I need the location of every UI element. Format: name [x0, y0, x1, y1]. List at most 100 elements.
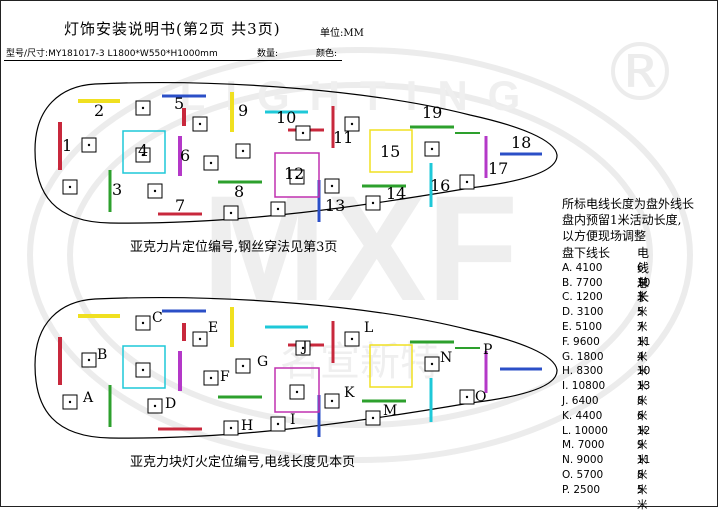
- row-length: I. 10800: [562, 380, 606, 393]
- row-total: 6米: [637, 261, 648, 289]
- row-total: 6米: [637, 409, 648, 437]
- page-title: 灯饰安装说明书(第2页 共3页): [64, 20, 281, 38]
- top-label: 11: [333, 128, 354, 147]
- row-length: J. 6400: [562, 394, 599, 407]
- top-label: 3: [112, 180, 123, 199]
- top-mount-dot: [350, 122, 354, 126]
- top-mount-dot: [295, 175, 299, 179]
- table-row: K. 4400 6米: [562, 409, 648, 437]
- top-mount-dot: [241, 149, 245, 153]
- top-label: 7: [175, 196, 186, 215]
- top-mount-dot: [276, 207, 280, 211]
- wire-notes: 所标电线长度为盘外线长 盘内预留1米活动长度, 以方便现场调整: [562, 196, 714, 244]
- row-length: P. 2500: [562, 483, 601, 496]
- top-mount-dot: [68, 185, 72, 189]
- row-length: F. 9600: [562, 335, 600, 348]
- row-length: E. 5100: [562, 320, 603, 333]
- quantity-label: 数量:: [257, 49, 279, 59]
- row-length: M. 7000: [562, 439, 605, 452]
- top-label: 12: [284, 164, 305, 183]
- model-spec: 型号/尺寸:MY181017-3 L1800*W550*H1000mm: [6, 49, 218, 59]
- top-label: 1: [62, 136, 73, 155]
- top-label: 17: [488, 159, 509, 178]
- top-frame-box: [274, 152, 320, 198]
- watermark-inner-ring: [67, 82, 653, 428]
- bottom-label: D: [165, 396, 177, 412]
- row-total: 12米: [637, 424, 651, 452]
- bottom-frame-box: [122, 345, 166, 389]
- top-label: 8: [234, 182, 245, 201]
- header-total: 电线总长: [637, 246, 650, 305]
- watermark-registered: ®: [600, 26, 680, 119]
- table-row: J. 6400 8米: [562, 394, 648, 422]
- bottom-label: F: [220, 369, 230, 385]
- bottom-label: E: [208, 320, 219, 336]
- bottom-mount-dot: [371, 416, 375, 420]
- bottom-mount-dot: [350, 337, 354, 341]
- bottom-label: I: [290, 412, 296, 428]
- row-length: L. 10000: [562, 424, 608, 437]
- top-mount-dot: [430, 147, 434, 151]
- bottom-label: P: [483, 342, 493, 358]
- bottom-label: A: [83, 390, 94, 406]
- bottom-mount-dot: [153, 404, 157, 408]
- table-row: E. 5100 7米: [562, 320, 648, 348]
- row-total: 9米: [637, 439, 648, 467]
- bottom-mount-dot: [330, 399, 334, 403]
- row-total: 11米: [637, 335, 651, 363]
- table-row: F. 9600 11米: [562, 335, 650, 363]
- row-total: 8米: [637, 394, 648, 422]
- top-label: 5: [174, 94, 185, 113]
- top-mount-dot: [209, 161, 213, 165]
- bottom-label: K: [344, 385, 355, 401]
- bottom-label: O: [475, 389, 487, 405]
- row-total: 13米: [637, 380, 651, 407]
- top-mount-dot: [141, 106, 145, 110]
- row-length: H. 8300: [562, 365, 604, 378]
- row-length: G. 1800: [562, 350, 604, 363]
- table-row: G. 1800 4米: [562, 350, 648, 378]
- row-total: 7米: [637, 320, 648, 348]
- row-total: 3米: [637, 291, 648, 319]
- table-header: 盘下线长 电线总长: [562, 246, 649, 304]
- bottom-frame-box: [274, 367, 320, 413]
- bottom-label: J: [302, 339, 308, 355]
- row-total: 4米: [637, 350, 648, 378]
- bottom-label: C: [152, 310, 163, 326]
- top-label: 18: [511, 133, 532, 152]
- top-mount-dot: [301, 131, 305, 135]
- top-label: 19: [422, 103, 443, 122]
- bottom-label: N: [440, 350, 453, 366]
- top-mount-dot: [153, 189, 157, 193]
- row-total: 5米: [637, 306, 648, 333]
- row-length: N. 9000: [562, 454, 604, 467]
- row-length: A. 4100: [562, 261, 603, 274]
- top-label: 15: [380, 142, 401, 161]
- bottom-mount-dot: [68, 400, 72, 404]
- top-mount-dot: [371, 201, 375, 205]
- bottom-mount-dot: [295, 390, 299, 394]
- table-row: A. 4100 6米: [562, 261, 648, 289]
- top-mount-dot: [141, 153, 145, 157]
- bottom-mount-dot: [430, 362, 434, 366]
- row-length: K. 4400: [562, 409, 603, 422]
- watermark-outer-ring: [27, 47, 693, 463]
- row-total: 10米: [637, 276, 651, 304]
- bottom-mount-dot: [465, 395, 469, 399]
- panel-top-caption: 亚克力片定位编号,钢丝穿法见第3页: [130, 240, 338, 255]
- top-mount-dot: [465, 180, 469, 184]
- note-line-2: 盘内预留1米活动长度,: [562, 213, 682, 227]
- bottom-label: H: [241, 418, 254, 434]
- note-line-1: 所标电线长度为盘外线长: [562, 197, 695, 211]
- top-label: 2: [94, 101, 105, 120]
- watermark-brand: MXF: [202, 164, 519, 332]
